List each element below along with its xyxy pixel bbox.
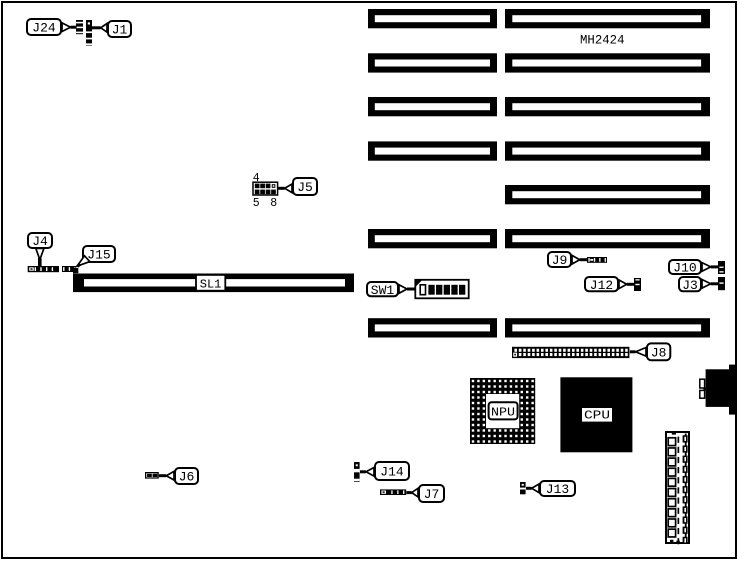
svg-text:J7: J7 bbox=[424, 487, 440, 502]
svg-text:J8: J8 bbox=[651, 346, 667, 361]
svg-text:CPU: CPU bbox=[584, 409, 610, 423]
svg-text:4: 4 bbox=[253, 172, 260, 185]
svg-text:J9: J9 bbox=[552, 253, 568, 268]
svg-text:J24: J24 bbox=[32, 21, 56, 36]
svg-text:SL1: SL1 bbox=[200, 277, 222, 291]
svg-text:J12: J12 bbox=[590, 278, 613, 293]
svg-text:J3: J3 bbox=[682, 278, 698, 293]
svg-text:J15: J15 bbox=[87, 248, 110, 263]
svg-text:J6: J6 bbox=[179, 470, 195, 485]
svg-text:8: 8 bbox=[270, 197, 277, 210]
svg-text:J5: J5 bbox=[297, 180, 313, 195]
svg-text:NPU: NPU bbox=[491, 405, 515, 419]
svg-text:MH2424: MH2424 bbox=[580, 33, 625, 48]
svg-text:J13: J13 bbox=[546, 482, 569, 497]
svg-text:J1: J1 bbox=[112, 23, 128, 38]
svg-text:J4: J4 bbox=[32, 234, 48, 249]
svg-text:SW1: SW1 bbox=[371, 283, 395, 298]
svg-text:J14: J14 bbox=[380, 465, 404, 480]
svg-text:5: 5 bbox=[253, 197, 260, 210]
svg-text:J10: J10 bbox=[673, 261, 696, 276]
